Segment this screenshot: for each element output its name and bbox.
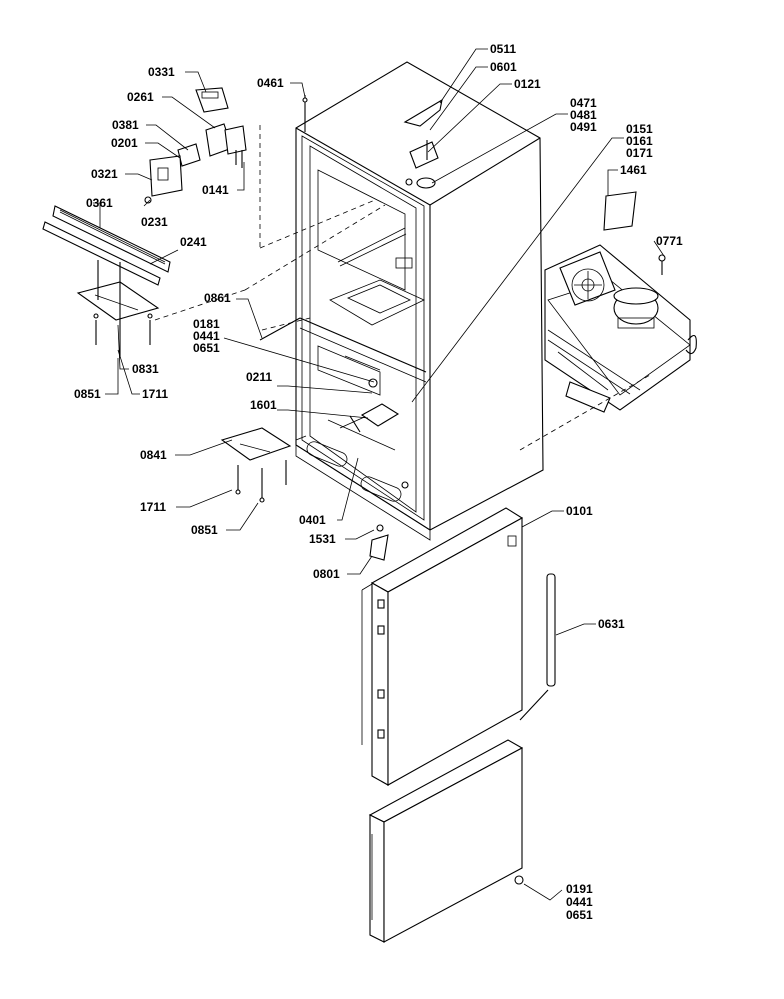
lower-bracket <box>220 427 292 503</box>
guide-line <box>154 289 246 321</box>
guide-line <box>244 204 386 291</box>
label-1531: 1531 <box>309 532 336 546</box>
label-0401: 0401 <box>299 513 326 527</box>
label-0851: 0851 <box>74 387 101 401</box>
upper-door <box>361 507 524 786</box>
part-labels: 0331 0261 0381 0201 0321 0231 0141 0361 … <box>74 42 683 922</box>
control-assembly <box>144 87 247 204</box>
compressor-assembly <box>544 191 697 413</box>
guide-line <box>519 374 651 451</box>
label-0181: 0181 <box>193 317 220 331</box>
label-1711: 1711 <box>142 387 168 401</box>
label-0161: 0161 <box>626 134 653 148</box>
label-0231: 0231 <box>141 215 168 229</box>
label-0861: 0861 <box>204 291 231 305</box>
label-0211: 0211 <box>246 370 272 384</box>
small-parts <box>259 317 409 561</box>
leader-lines <box>93 48 665 901</box>
label-0471: 0471 <box>570 96 597 110</box>
label-0461: 0461 <box>257 76 284 90</box>
label-0771: 0771 <box>656 234 683 248</box>
label-0801: 0801 <box>313 567 340 581</box>
guide-line <box>259 199 376 249</box>
label-0851: 0851 <box>191 523 218 537</box>
label-0121: 0121 <box>514 77 541 91</box>
label-0381: 0381 <box>112 118 139 132</box>
label-1601: 1601 <box>250 398 277 412</box>
label-0151: 0151 <box>626 122 653 136</box>
label-0141: 0141 <box>202 183 229 197</box>
label-0261: 0261 <box>127 90 154 104</box>
label-0171: 0171 <box>626 146 653 160</box>
top-hinge-assembly <box>302 95 443 189</box>
label-0321: 0321 <box>91 167 118 181</box>
label-0631: 0631 <box>598 617 625 631</box>
label-0601: 0601 <box>490 60 517 74</box>
label-0331: 0331 <box>148 65 175 79</box>
label-0651: 0651 <box>566 908 593 922</box>
label-0841: 0841 <box>140 448 167 462</box>
label-0441: 0441 <box>566 895 593 909</box>
label-0491: 0491 <box>570 120 597 134</box>
label-0651: 0651 <box>193 341 220 355</box>
door-handle <box>519 573 556 721</box>
label-0241: 0241 <box>180 235 207 249</box>
lower-door <box>368 739 524 943</box>
refrigerator-cabinet <box>295 61 544 541</box>
label-0361: 0361 <box>86 196 113 210</box>
label-0101: 0101 <box>566 504 593 518</box>
label-0511: 0511 <box>490 42 516 56</box>
label-0481: 0481 <box>570 108 597 122</box>
label-1461: 1461 <box>620 163 647 177</box>
label-0441: 0441 <box>193 329 220 343</box>
label-0831: 0831 <box>132 362 159 376</box>
label-0201: 0201 <box>111 136 138 150</box>
label-1711: 1711 <box>140 500 166 514</box>
label-0191: 0191 <box>566 882 593 896</box>
rail-and-bracket <box>42 205 171 358</box>
